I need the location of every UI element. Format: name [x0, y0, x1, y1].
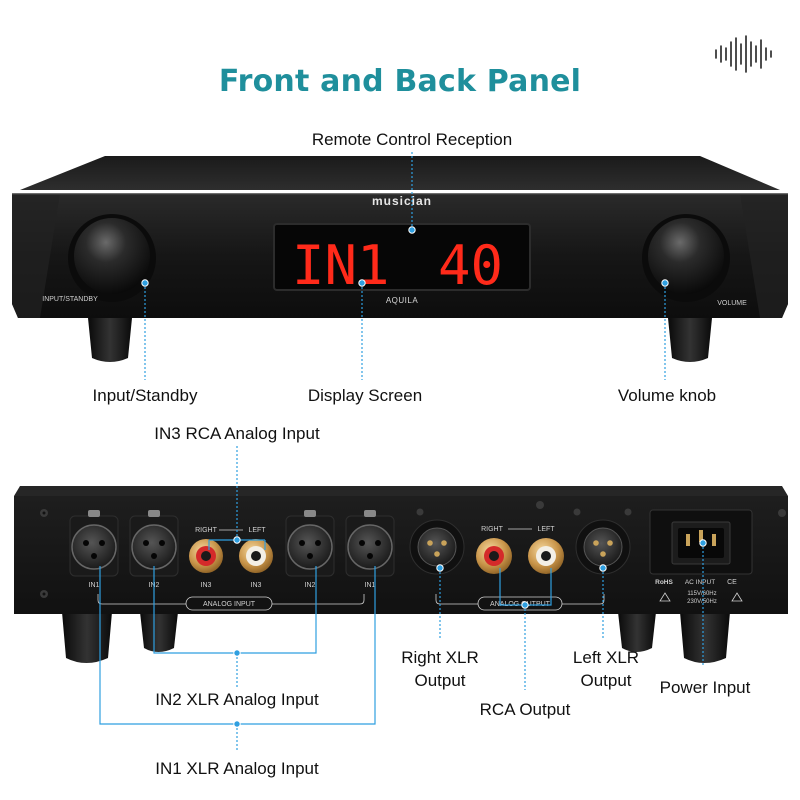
label-rohs: RoHS: [655, 579, 673, 586]
label-voltage-115: 115V/60Hz: [687, 591, 716, 597]
callout-power-input: Power Input: [659, 678, 751, 697]
model-name: AQUILA: [386, 296, 419, 305]
label-in1-left: IN1: [89, 582, 100, 589]
volume-knob[interactable]: [648, 218, 724, 294]
callout-right-xlr: Right XLR Output: [401, 648, 479, 690]
callout-in3-rca: IN3 RCA Analog Input: [154, 424, 320, 443]
xlr-input-in1-right[interactable]: [345, 510, 395, 577]
label-analog-input: ANALOG INPUT: [203, 601, 256, 608]
callout-input-standby: Input/Standby: [92, 386, 198, 405]
label-ac-input: AC INPUT: [685, 579, 715, 586]
callout-in1-xlr: IN1 XLR Analog Input: [155, 759, 319, 778]
xlr-output-right[interactable]: [409, 519, 465, 575]
callout-in2-xlr: IN2 XLR Analog Input: [155, 690, 319, 709]
input-standby-knob-label: INPUT/STANDBY: [42, 296, 98, 303]
rca-output-right[interactable]: [476, 538, 512, 574]
label-left-output: LEFT: [537, 526, 555, 533]
back-panel: IN1 IN2 IN3 IN3 IN2 IN1 RIGHT LEFT ANALO…: [14, 486, 788, 663]
xlr-input-in2-right[interactable]: [285, 510, 335, 577]
label-in2-right: IN2: [305, 582, 316, 589]
volume-knob-label: VOLUME: [717, 300, 747, 307]
xlr-input-in2-left[interactable]: [129, 510, 179, 577]
callout-dots: [141, 226, 707, 728]
display-volume-readout: 40: [438, 234, 503, 297]
warning-icon: [659, 592, 743, 602]
callout-volume-knob: Volume knob: [617, 386, 717, 405]
back-foot-2: [140, 612, 178, 652]
label-right-output: RIGHT: [481, 526, 504, 533]
input-standby-knob[interactable]: [74, 218, 150, 294]
front-panel: musician IN1 40 AQUILA INPUT/STANDBY VOL…: [12, 156, 788, 362]
callout-display-screen: Display Screen: [307, 386, 423, 405]
display-input-readout: IN1: [292, 234, 390, 297]
label-voltage-230: 230V/50Hz: [687, 599, 717, 605]
back-foot-1: [62, 612, 112, 663]
callout-rca-output: RCA Output: [479, 700, 571, 719]
back-chassis-top: [14, 486, 788, 496]
label-in1-right: IN1: [365, 582, 376, 589]
rca-input-in3-left[interactable]: [239, 539, 273, 573]
label-in3-right: IN3: [201, 582, 212, 589]
label-in3-left: IN3: [251, 582, 262, 589]
rca-input-in3-right[interactable]: [189, 539, 223, 573]
front-chassis-top: [20, 156, 780, 190]
callout-left-xlr: Left XLR Output: [572, 648, 640, 690]
front-foot-left: [88, 318, 132, 362]
xlr-output-left[interactable]: [575, 519, 631, 575]
rca-output-left[interactable]: [528, 538, 564, 574]
callout-remote-control: Remote Control Reception: [311, 130, 513, 149]
back-foot-4: [680, 612, 730, 663]
label-right-input: RIGHT: [195, 527, 218, 534]
sound-wave-icon: [715, 35, 772, 73]
back-foot-3: [618, 612, 656, 652]
page-title: Front and Back Panel: [218, 64, 582, 99]
front-foot-right: [668, 318, 712, 362]
xlr-input-in1-left[interactable]: [69, 510, 119, 577]
display-screen: [273, 223, 531, 291]
label-left-input: LEFT: [248, 527, 266, 534]
label-ce: CE: [727, 579, 737, 586]
brand-logo: musician: [372, 194, 432, 208]
